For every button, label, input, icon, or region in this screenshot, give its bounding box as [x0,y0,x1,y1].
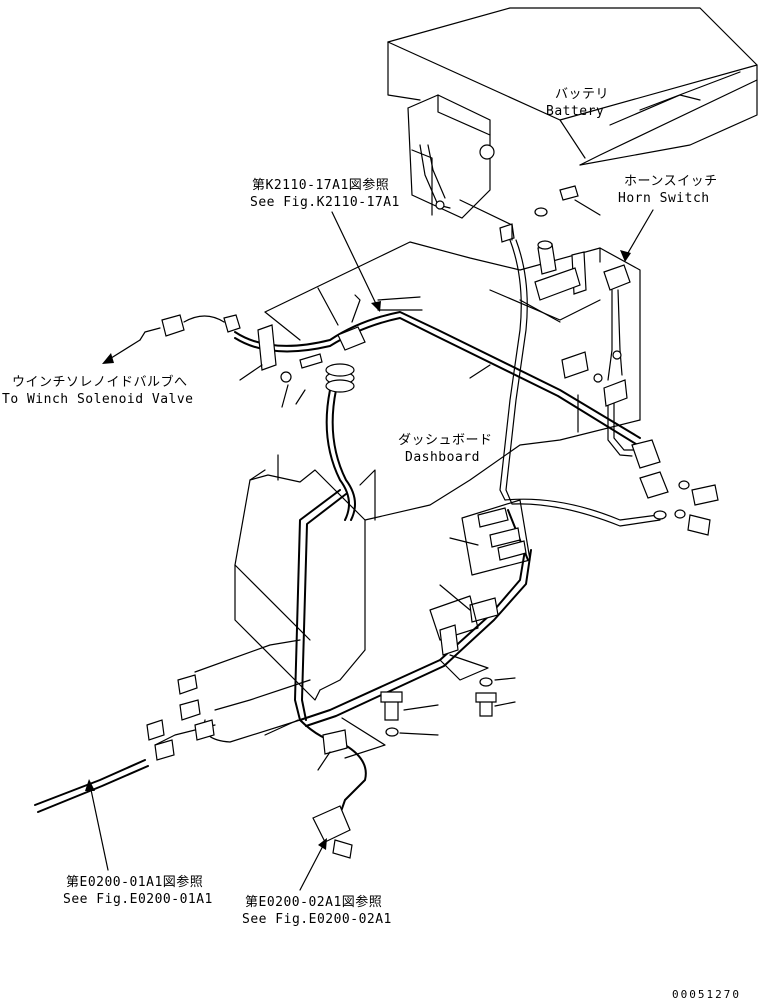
ref-e0200-02-label-jp: 第E0200-02A1図参照 [245,894,382,910]
ref-e0200-01-label-en: See Fig.E0200-01A1 [63,892,213,907]
winch-label-jp: ウインチソレノイドバルブへ [12,374,188,390]
leader-lines [85,199,654,891]
horn-switch-label-en: Horn Switch [618,191,710,206]
dashboard-label-en: Dashboard [405,450,480,465]
winch-label-en: To Winch Solenoid Valve [2,392,194,407]
dashboard-label-jp: ダッシュボード [398,433,493,448]
main-harness [34,239,661,821]
dashboard-panel [264,241,641,521]
connectors [139,185,719,859]
battery-label-jp: バッテリ [555,87,609,102]
lower-box [234,454,366,701]
battery-terminal-cover [407,94,495,219]
horn-switch-label-jp: ホーンスイッチ [624,174,718,189]
drawing-number: 00051270 [672,988,741,1001]
ref-e0200-02-label-en: See Fig.E0200-02A1 [242,912,392,927]
battery-box [387,7,758,166]
battery-label-en: Battery [546,104,604,119]
ref-k2110-label-en: See Fig.K2110-17A1 [250,195,400,210]
ref-e0200-01-label-jp: 第E0200-01A1図参照 [66,874,203,890]
ref-k2110-label-jp: 第K2110-17A1図参照 [252,177,389,193]
